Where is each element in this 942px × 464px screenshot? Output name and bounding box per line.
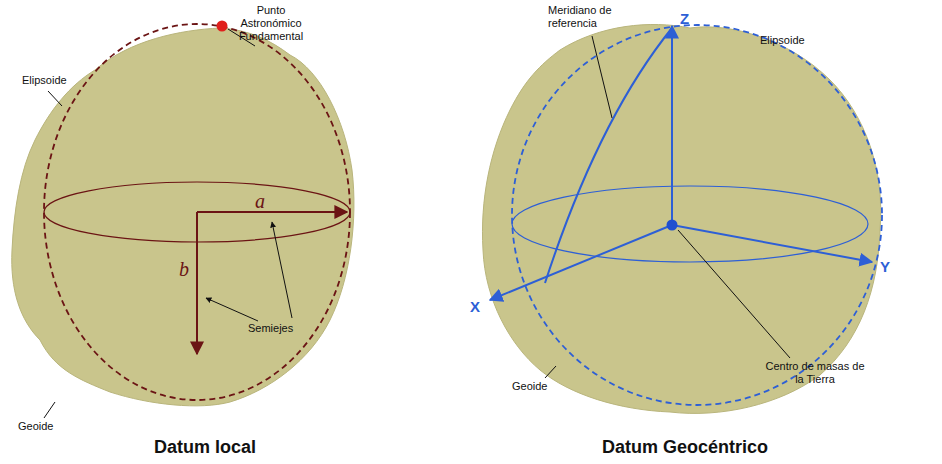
leader-arrow (272, 222, 292, 318)
shape-label: Geoide (512, 380, 572, 393)
fundamental-point (217, 21, 228, 32)
figure-caption: Datum Geocéntrico (575, 436, 795, 458)
mass-center (667, 220, 678, 231)
leader-line (48, 91, 62, 106)
shape-label: Elipsoide (22, 74, 92, 87)
part-label: Semiejes (248, 322, 318, 335)
part-label: Centro de masas de la Tierra (760, 360, 870, 386)
ellipsoid-outline (44, 24, 350, 400)
reference-meridian (545, 28, 672, 283)
shape-label: Geoide (18, 420, 78, 433)
leader-line (592, 36, 612, 118)
axis-letter: X (470, 298, 490, 315)
y-axis (672, 225, 872, 262)
shape-label: Elipsoide (760, 34, 830, 47)
leader-line (678, 230, 790, 358)
semi-axis-a (197, 211, 347, 213)
axis-letter: a (250, 190, 270, 212)
axis-letter: b (174, 258, 194, 280)
geoid-shape (12, 28, 354, 406)
point-label: Punto Astronómico Fundamental (226, 4, 316, 43)
part-label: Meridiano de referencia (548, 4, 638, 30)
z-axis (671, 26, 673, 225)
leader-line (545, 366, 556, 378)
geoid-shape (482, 24, 880, 413)
x-axis (490, 225, 672, 300)
axis-letter: Z (680, 10, 700, 27)
leader-arrow (206, 298, 258, 321)
figure-caption: Datum local (120, 436, 290, 458)
semi-axis-b (196, 212, 198, 354)
ellipsoid-outline (512, 25, 882, 405)
leader-line (44, 402, 55, 418)
axis-letter: Y (880, 258, 900, 275)
